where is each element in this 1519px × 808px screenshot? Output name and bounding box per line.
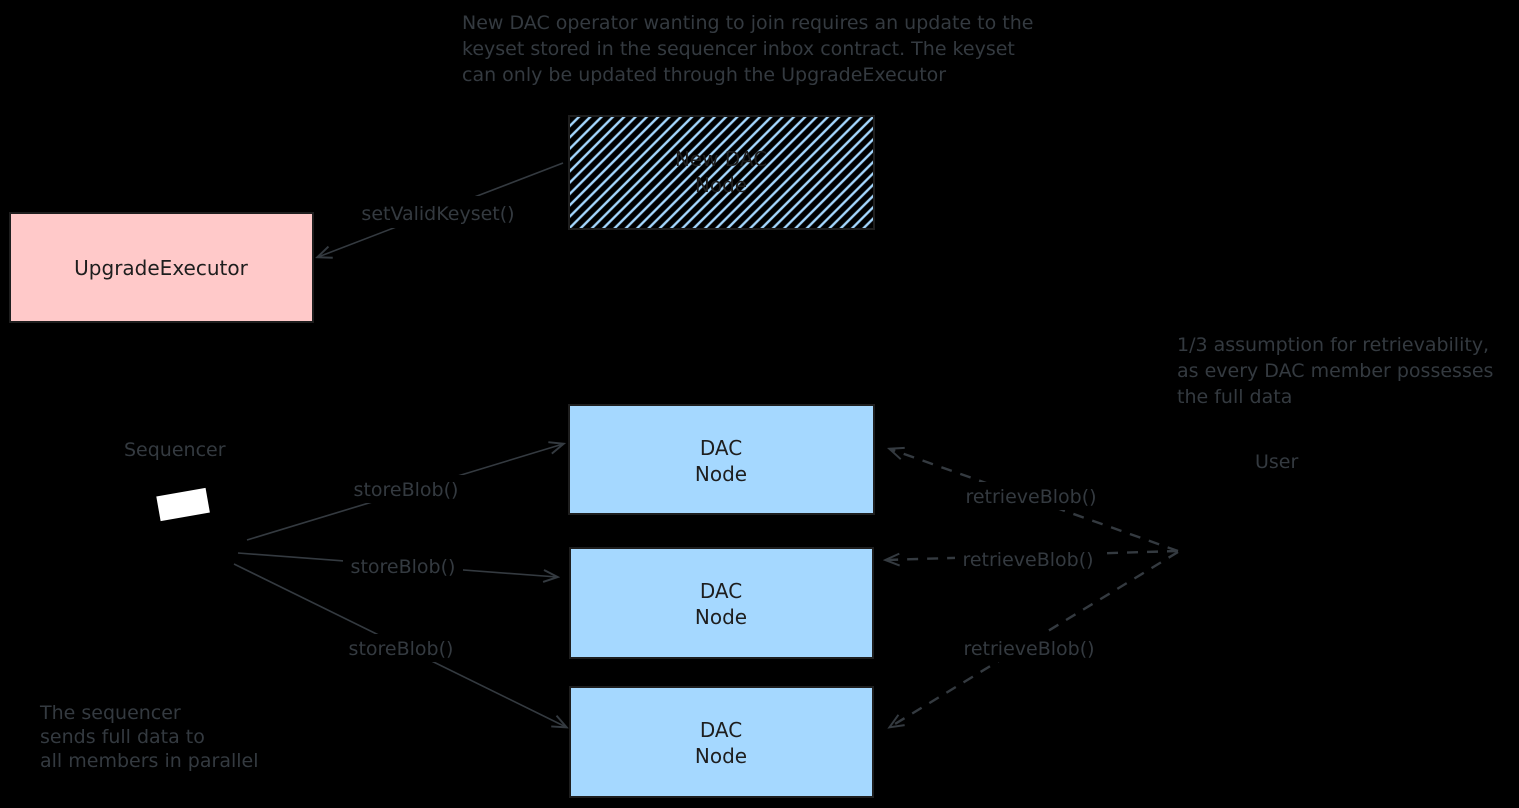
actor-sequencer: Sequencer: [124, 439, 226, 522]
edge-store-blob-3: storeBlob(): [233, 563, 566, 727]
retrievability-note-line-2: as every DAC member possesses: [1177, 360, 1493, 382]
store-blob-label-bg-1: [346, 475, 466, 503]
retrieve-blob-label-bg-3: [956, 634, 1102, 662]
node-upgrade-executor: UpgradeExecutor: [9, 212, 314, 323]
retrieve-blob-arrow-1: [890, 449, 1179, 553]
new-dac-node-label-line-2: Node: [695, 173, 747, 197]
dac-node-box-1: [568, 404, 875, 515]
node-dac-1: DAC Node: [568, 404, 875, 515]
node-dac-2: DAC Node: [569, 547, 874, 659]
retrieve-blob-label-bg-2: [955, 545, 1101, 573]
set-valid-keyset-label-bg: [352, 196, 524, 228]
upgrade-executor-label: UpgradeExecutor: [74, 256, 248, 280]
retrieve-blob-label-3: retrieveBlob(): [963, 638, 1094, 660]
upgrade-executor-box: [9, 212, 314, 323]
top-note-line-2: keyset stored in the sequencer inbox con…: [462, 38, 1015, 60]
sequencer-label: Sequencer: [124, 439, 226, 461]
node-dac-3: DAC Node: [569, 686, 874, 798]
top-note-line-3: can only be updated through the UpgradeE…: [462, 64, 946, 86]
retrieve-blob-label-1: retrieveBlob(): [965, 486, 1096, 508]
user-label: User: [1255, 451, 1298, 473]
edge-retrieve-blob-2: retrieveBlob(): [886, 545, 1179, 573]
edge-set-valid-keyset: setValidKeyset(): [318, 162, 564, 257]
node-new-dac: New DAC Node: [568, 115, 875, 230]
retrieve-blob-label-bg-1: [958, 482, 1104, 510]
retrievability-note-line-1: 1/3 assumption for retrievability,: [1177, 334, 1489, 356]
dac-node-1-label-line-1: DAC: [700, 436, 742, 460]
dac-node-2-label-line-2: Node: [695, 605, 747, 629]
dac-node-box-3: [569, 686, 874, 798]
store-blob-label-2: storeBlob(): [351, 556, 456, 578]
sequencer-note-line-3: all members in parallel: [40, 750, 259, 772]
retrievability-note-line-3: the full data: [1177, 386, 1292, 408]
sequencer-note: The sequencer sends full data to all mem…: [39, 702, 259, 772]
dac-node-1-label-line-2: Node: [695, 462, 747, 486]
store-blob-label-3: storeBlob(): [349, 638, 454, 660]
actor-user: User: [1255, 451, 1298, 473]
edge-retrieve-blob-3: retrieveBlob(): [890, 550, 1179, 727]
sequencer-note-line-2: sends full data to: [40, 726, 205, 748]
retrieve-blob-label-2: retrieveBlob(): [962, 549, 1093, 571]
store-blob-label-bg-3: [341, 634, 461, 662]
store-blob-label-1: storeBlob(): [354, 479, 459, 501]
set-valid-keyset-label: setValidKeyset(): [361, 203, 514, 225]
edge-retrieve-blob-1: retrieveBlob(): [890, 449, 1179, 553]
edge-store-blob-2: storeBlob(): [237, 552, 557, 580]
new-dac-node-box: [568, 115, 875, 230]
edge-store-blob-1: storeBlob(): [246, 444, 563, 541]
store-blob-label-bg-2: [343, 552, 463, 580]
top-note-line-1: New DAC operator wanting to join require…: [462, 12, 1033, 34]
new-dac-node-label-line-1: New DAC: [675, 147, 767, 171]
dac-node-box-2: [569, 547, 874, 659]
dac-node-3-label-line-1: DAC: [700, 718, 742, 742]
retrievability-note: 1/3 assumption for retrievability, as ev…: [1177, 334, 1493, 408]
top-note: New DAC operator wanting to join require…: [462, 12, 1033, 86]
dac-node-2-label-line-1: DAC: [700, 579, 742, 603]
sequencer-note-line-1: The sequencer: [39, 702, 181, 724]
sequencer-icon: [156, 487, 210, 522]
dac-node-3-label-line-2: Node: [695, 744, 747, 768]
